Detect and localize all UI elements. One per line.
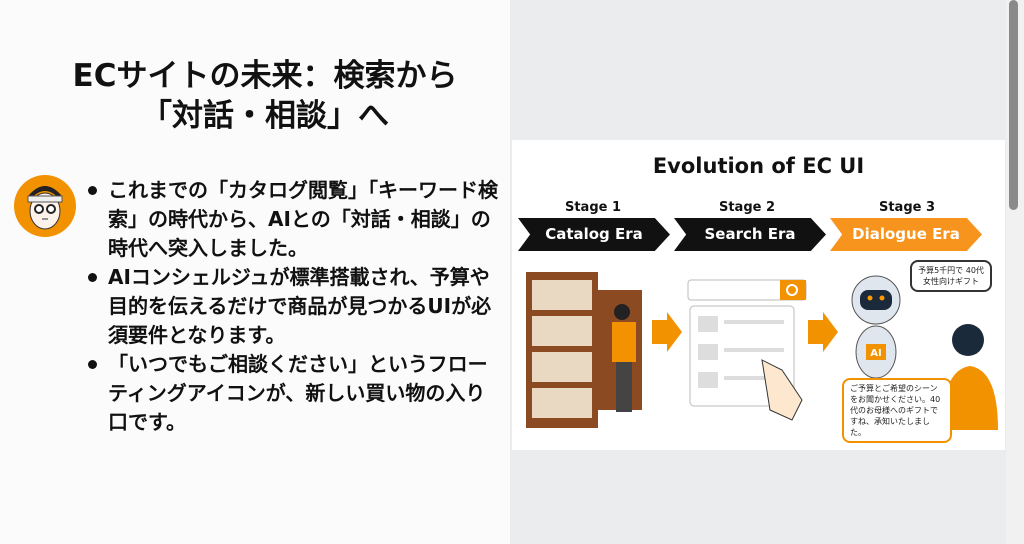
arrow-icon bbox=[652, 312, 682, 352]
illustration: AI bbox=[526, 272, 998, 430]
stage-1-label: Stage 1 bbox=[564, 200, 622, 215]
stage-2-label: Stage 2 bbox=[718, 200, 776, 215]
bookshelf-icon bbox=[526, 272, 642, 428]
search-window-icon bbox=[687, 279, 807, 421]
bullet-item: 「いつでもご相談ください」というフローティングアイコンが、新しい買い物の入り口で… bbox=[86, 350, 501, 437]
arrow-icon bbox=[808, 312, 838, 352]
figure-title: Evolution of EC UI bbox=[652, 154, 865, 178]
stage-3-label: Stage 3 bbox=[878, 200, 936, 215]
user-speech-bubble: 予算5千円で 40代女性向けギフト bbox=[910, 260, 992, 292]
catalog-era-chevron: Catalog Era bbox=[518, 218, 670, 251]
bullet-list: これまでの「カタログ閲覧」「キーワード検索」の時代から、AIとの「対話・相談」の… bbox=[86, 176, 501, 437]
slide-title: ECサイトの未来：検索から「対話・相談」へ bbox=[30, 56, 500, 136]
scrollbar-thumb[interactable] bbox=[1009, 0, 1018, 210]
woman-icon bbox=[942, 324, 998, 430]
search-era-chevron: Search Era bbox=[674, 218, 826, 251]
image-panel: Evolution of EC UI Stage 1 Stage 2 Stage… bbox=[510, 0, 1006, 544]
robot-ai-badge: AI bbox=[870, 348, 881, 359]
title-line-1: ECサイトの未来：検索から bbox=[72, 58, 458, 94]
robot-icon: AI bbox=[851, 275, 901, 379]
shopper-icon bbox=[612, 304, 636, 412]
bullet-item: AIコンシェルジュが標準搭載され、予算や目的を伝えるだけで商品が見つかるUIが必… bbox=[86, 263, 501, 350]
evolution-figure: Evolution of EC UI Stage 1 Stage 2 Stage… bbox=[512, 140, 1005, 450]
avatar bbox=[14, 175, 76, 237]
dialogue-era-chevron: Dialogue Era bbox=[830, 218, 982, 251]
bullet-item: これまでの「カタログ閲覧」「キーワード検索」の時代から、AIとの「対話・相談」の… bbox=[86, 176, 501, 263]
ai-speech-bubble: ご予算とご希望のシーンをお聞かせください。40代のお母様へのギフトですね、承知い… bbox=[842, 378, 952, 443]
title-line-2: 「対話・相談」へ bbox=[141, 98, 389, 134]
slide-panel: ECサイトの未来：検索から「対話・相談」へ これまでの「カタログ閲覧」「キーワー… bbox=[0, 0, 510, 544]
